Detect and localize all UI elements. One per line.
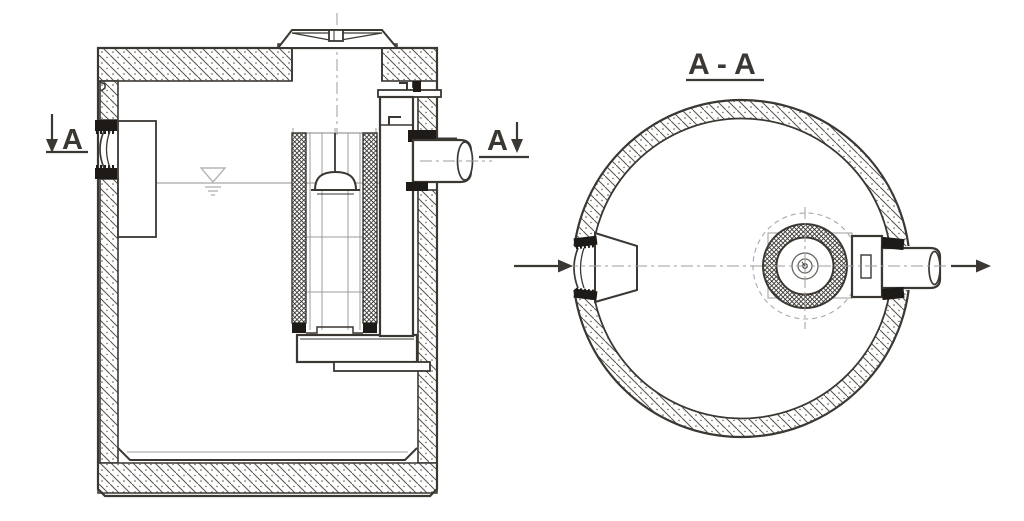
float-dome <box>313 170 358 191</box>
outlet-pipe-plan <box>880 246 942 290</box>
outlet-seal-bottom <box>406 182 428 191</box>
filter-center-tick <box>801 261 806 267</box>
inlet-socket <box>95 120 157 238</box>
outlet-assembly <box>377 81 492 338</box>
outlet-standpipe <box>378 95 415 338</box>
plan-outlet <box>850 234 942 301</box>
coalescing-filter-cartridge <box>291 128 431 372</box>
plan-seal-right-top <box>881 236 905 251</box>
section-arrow-left-head <box>46 139 58 153</box>
concrete-tank-shell <box>96 46 439 498</box>
outflow-arrow-head <box>976 259 991 273</box>
section-arrow-right-head <box>511 139 523 153</box>
right-wall-lower <box>417 189 438 464</box>
tray-support-bracket <box>333 361 431 372</box>
plan-inlet <box>573 231 638 304</box>
filter-foot-left <box>292 323 306 333</box>
plan-seal-left-serration-top <box>575 244 595 250</box>
top-slab-left <box>97 47 293 82</box>
plan-seal-left-top <box>573 235 598 248</box>
inlet-bell-plan-inner <box>579 247 585 289</box>
left-wall-joint-notch <box>99 81 106 92</box>
filter-media-right <box>362 132 378 324</box>
inner-floor-line <box>117 447 418 461</box>
water-level-symbol <box>199 167 227 196</box>
manhole-cover <box>275 13 400 135</box>
plan-seal-right-bottom <box>881 286 905 301</box>
left-wall-lower <box>99 178 119 464</box>
filter-ring-hatch <box>763 224 848 308</box>
section-cut-marks: A A <box>46 114 529 159</box>
plan-seal-left-serration-bottom <box>575 287 595 293</box>
filter-cartridge-ring <box>762 207 848 329</box>
left-wall-upper <box>99 80 119 121</box>
outlet-pipe-plan-end-cap <box>928 250 941 286</box>
filter-bottom-lip <box>306 326 363 334</box>
top-slab-right <box>381 47 438 82</box>
cover-handle <box>328 29 344 42</box>
flow-direction-arrows <box>514 259 991 273</box>
filter-media-left <box>291 132 307 324</box>
inlet-diffuser <box>594 231 638 304</box>
inlet-bell-curve-outer <box>99 130 105 169</box>
plan-section-view: A - A <box>514 48 991 439</box>
plan-view-title: A - A <box>688 48 756 81</box>
inlet-baffle-box <box>117 120 157 238</box>
bottom-slab <box>97 462 438 494</box>
inflow-arrow-head <box>558 259 573 273</box>
inlet-seal-top <box>95 120 117 131</box>
section-label-left: A <box>62 124 83 156</box>
inlet-bell-curve-inner <box>105 130 111 169</box>
section-label-right: A <box>487 125 508 157</box>
plan-seal-left-bottom <box>573 288 598 301</box>
inlet-seal-bottom <box>95 168 117 179</box>
rail-hook <box>399 82 408 90</box>
filter-foot-right <box>363 323 377 333</box>
rail-wall-anchor <box>413 81 421 92</box>
outer-contour <box>96 46 439 498</box>
inlet-bell-plan-outer <box>573 247 579 289</box>
standpipe-handle <box>388 116 401 125</box>
side-section-view: A A <box>46 13 529 498</box>
